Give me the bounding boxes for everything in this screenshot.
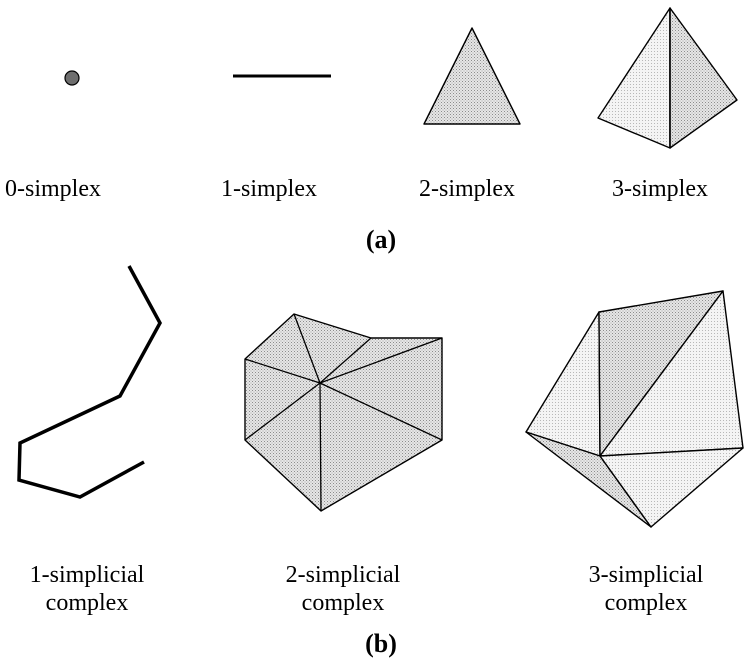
panel-a-label: (a): [366, 225, 396, 254]
three-simplicial-complex: 3-simplicial complex: [525, 290, 744, 616]
two-simplex: 2-simplex: [419, 27, 521, 202]
one-simplicial-complex-label-line2: complex: [46, 590, 129, 616]
three-simplex-left-face: [597, 7, 671, 149]
one-simplex-label: 1-simplex: [221, 176, 317, 202]
three-simplicial-complex-label-line1: 3-simplicial: [589, 562, 704, 588]
three-simplex: 3-simplex: [597, 7, 738, 202]
three-simplex-label: 3-simplex: [612, 176, 708, 202]
panel-a: 0-simplex 1-simplex 2-simplex 3-simplex …: [5, 7, 738, 254]
two-simplicial-complex-label-line1: 2-simplicial: [286, 562, 401, 588]
one-simplicial-complex: 1-simplicial complex: [17, 265, 162, 616]
one-simplicial-complex-path: [17, 265, 162, 499]
two-simplicial-complex-label-line2: complex: [302, 590, 385, 616]
two-simplicial-complex-hull: [244, 313, 443, 512]
three-simplex-right-face: [669, 7, 738, 149]
zero-simplex-label: 0-simplex: [5, 176, 101, 202]
three-simplicial-complex-label-line2: complex: [605, 590, 688, 616]
zero-simplex-point: [64, 70, 80, 86]
two-simplicial-complex: 2-simplicial complex: [244, 313, 443, 616]
panel-b-label: (b): [365, 629, 397, 658]
two-simplex-face: [423, 27, 521, 125]
one-simplex: 1-simplex: [221, 74, 331, 202]
one-simplicial-complex-label-line1: 1-simplicial: [30, 562, 145, 588]
zero-simplex: 0-simplex: [5, 70, 101, 202]
panel-b: 1-simplicial complex 2-simplicial comple…: [17, 265, 744, 658]
two-simplex-label: 2-simplex: [419, 176, 515, 202]
